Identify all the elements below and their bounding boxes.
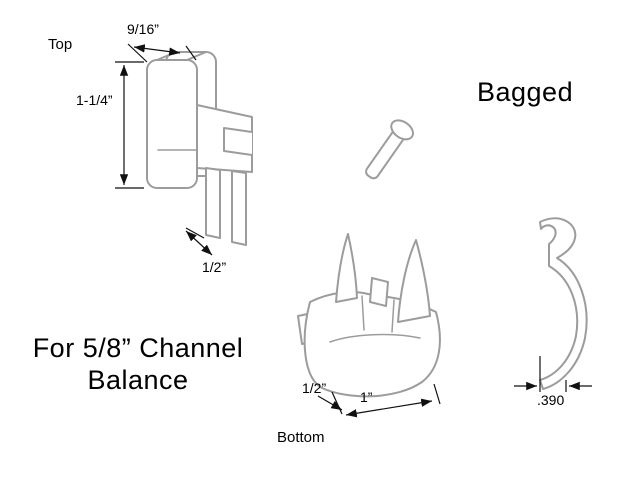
top-shoe-drawing [146,51,253,246]
clip-dimensions [514,356,592,392]
dimension-shoe-top-width: 9/16” [127,21,159,37]
bottom-shoe-dimensions [317,383,441,418]
dimension-shoe-prong-depth: 1/2” [202,259,227,275]
dimension-bottom-offset: 1/2” [302,380,327,396]
label-channel-line1: For 5/8” Channel [32,333,244,363]
label-top-view: Top [48,36,73,53]
dimension-clip-gap: .390 [537,392,565,408]
clip-drawing [539,217,588,390]
label-bottom-view: Bottom [277,429,325,446]
bottom-shoe-drawing [297,233,441,398]
dimension-bottom-width: 1” [360,389,373,405]
label-channel-line2: Balance [87,364,189,395]
dimension-shoe-height: 1-1/4” [76,92,113,108]
label-bagged: Bagged [477,77,574,107]
top-shoe-dimensions [115,43,213,256]
label-channel-balance: For 5/8” Channel Balance [6,333,270,397]
pin-drawing [365,119,414,180]
